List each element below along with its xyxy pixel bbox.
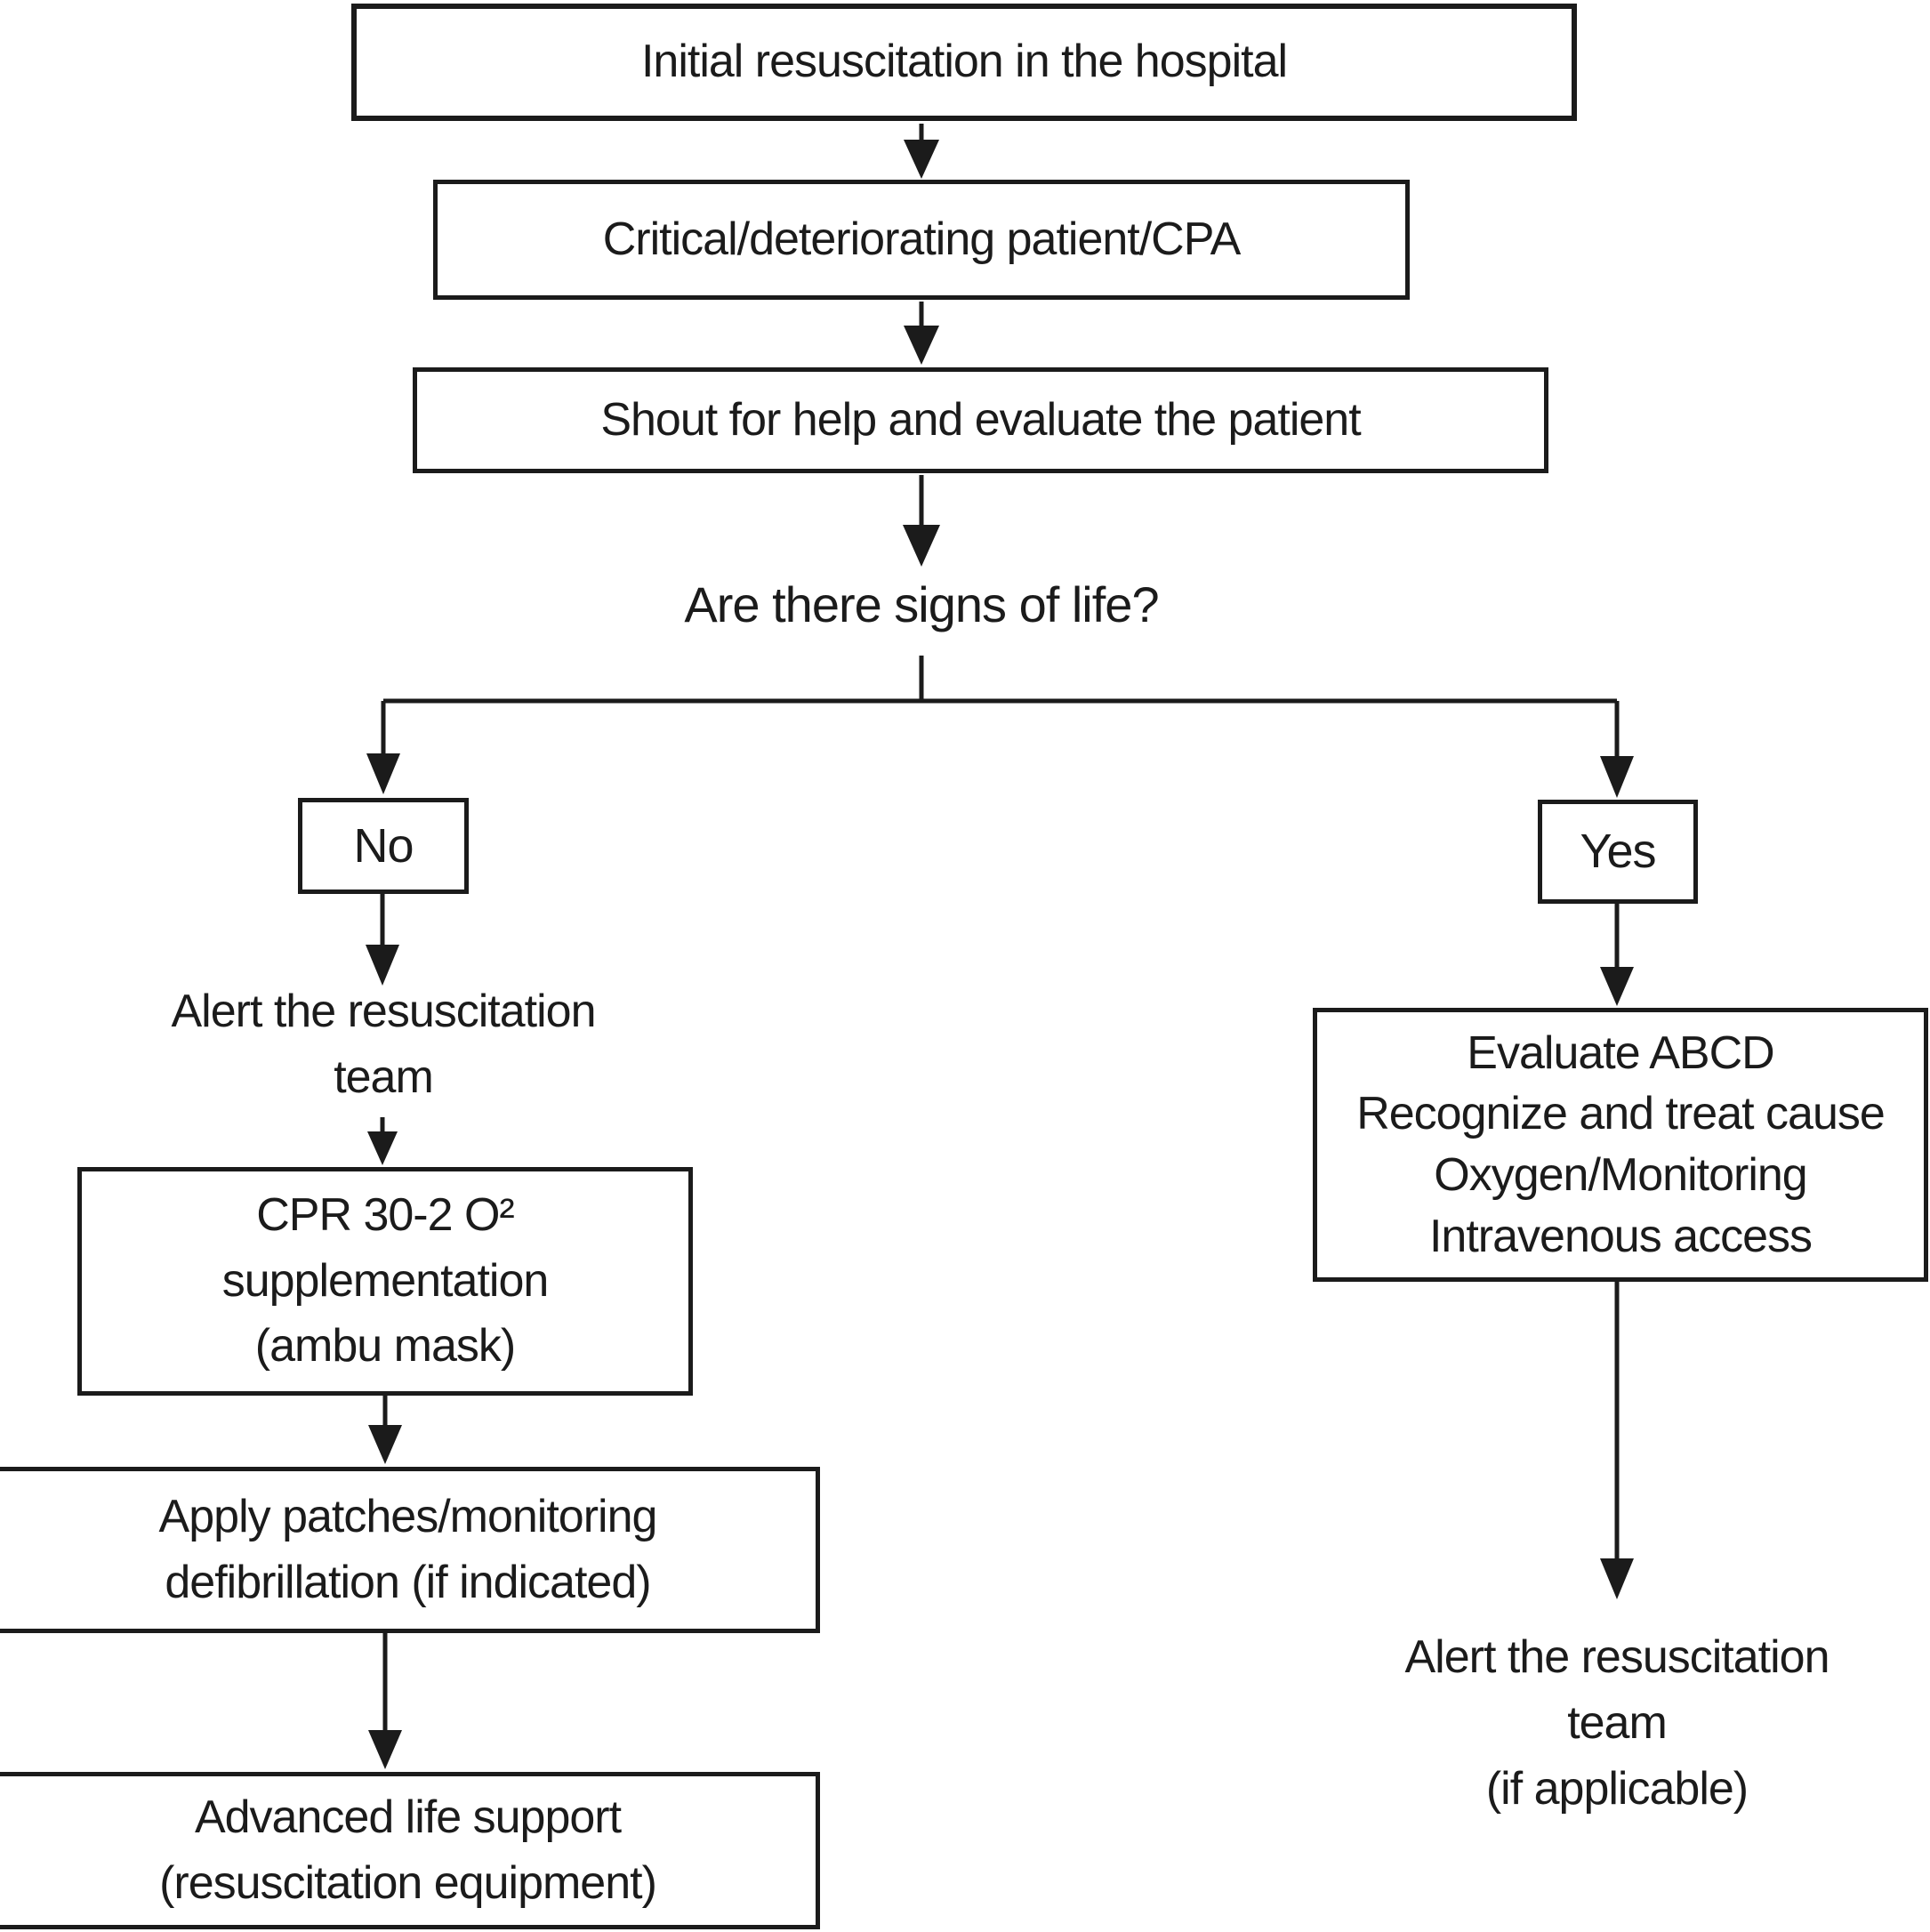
step-alert-team-right: Alert the resuscitation team (if applica… [1404, 1631, 1829, 1815]
branch-arrowhead-no [366, 753, 400, 794]
arrow-cpr-to-apply [368, 1396, 402, 1464]
step-cpr-supplementation: CPR 30-2 O² supplementation (ambu mask) [77, 1167, 693, 1396]
decision-signs-of-life: Are there signs of life? [684, 576, 1159, 633]
branch-connector [366, 656, 1634, 798]
step-evaluate-abcd: Evaluate ABCD Recognize and treat cause … [1313, 1008, 1928, 1282]
arrow-shout-to-question [903, 475, 940, 567]
arrow-alert-to-cpr [367, 1117, 398, 1165]
step-initial-resuscitation: Initial resuscitation in the hospital [351, 4, 1577, 121]
branch-label-no: No [298, 798, 469, 894]
arrow-apply-to-als [368, 1633, 402, 1769]
step-apply-patches: Apply patches/monitoring defibrillation … [0, 1467, 820, 1633]
arrow-critical-to-shout [904, 302, 939, 365]
arrow-yes-to-evaluate [1600, 904, 1634, 1006]
arrow-initial-to-critical [904, 124, 939, 179]
arrow-no-to-alert [366, 894, 399, 986]
step-alert-team-left: Alert the resuscitation team [171, 986, 596, 1103]
branch-arrowhead-yes [1600, 756, 1634, 798]
step-advanced-life-support: Advanced life support (resuscitation equ… [0, 1772, 820, 1929]
step-shout-for-help: Shout for help and evaluate the patient [413, 367, 1548, 473]
step-critical-patient: Critical/deteriorating patient/CPA [433, 180, 1410, 300]
branch-label-yes: Yes [1538, 800, 1698, 904]
arrow-evaluate-to-alert [1600, 1282, 1634, 1599]
